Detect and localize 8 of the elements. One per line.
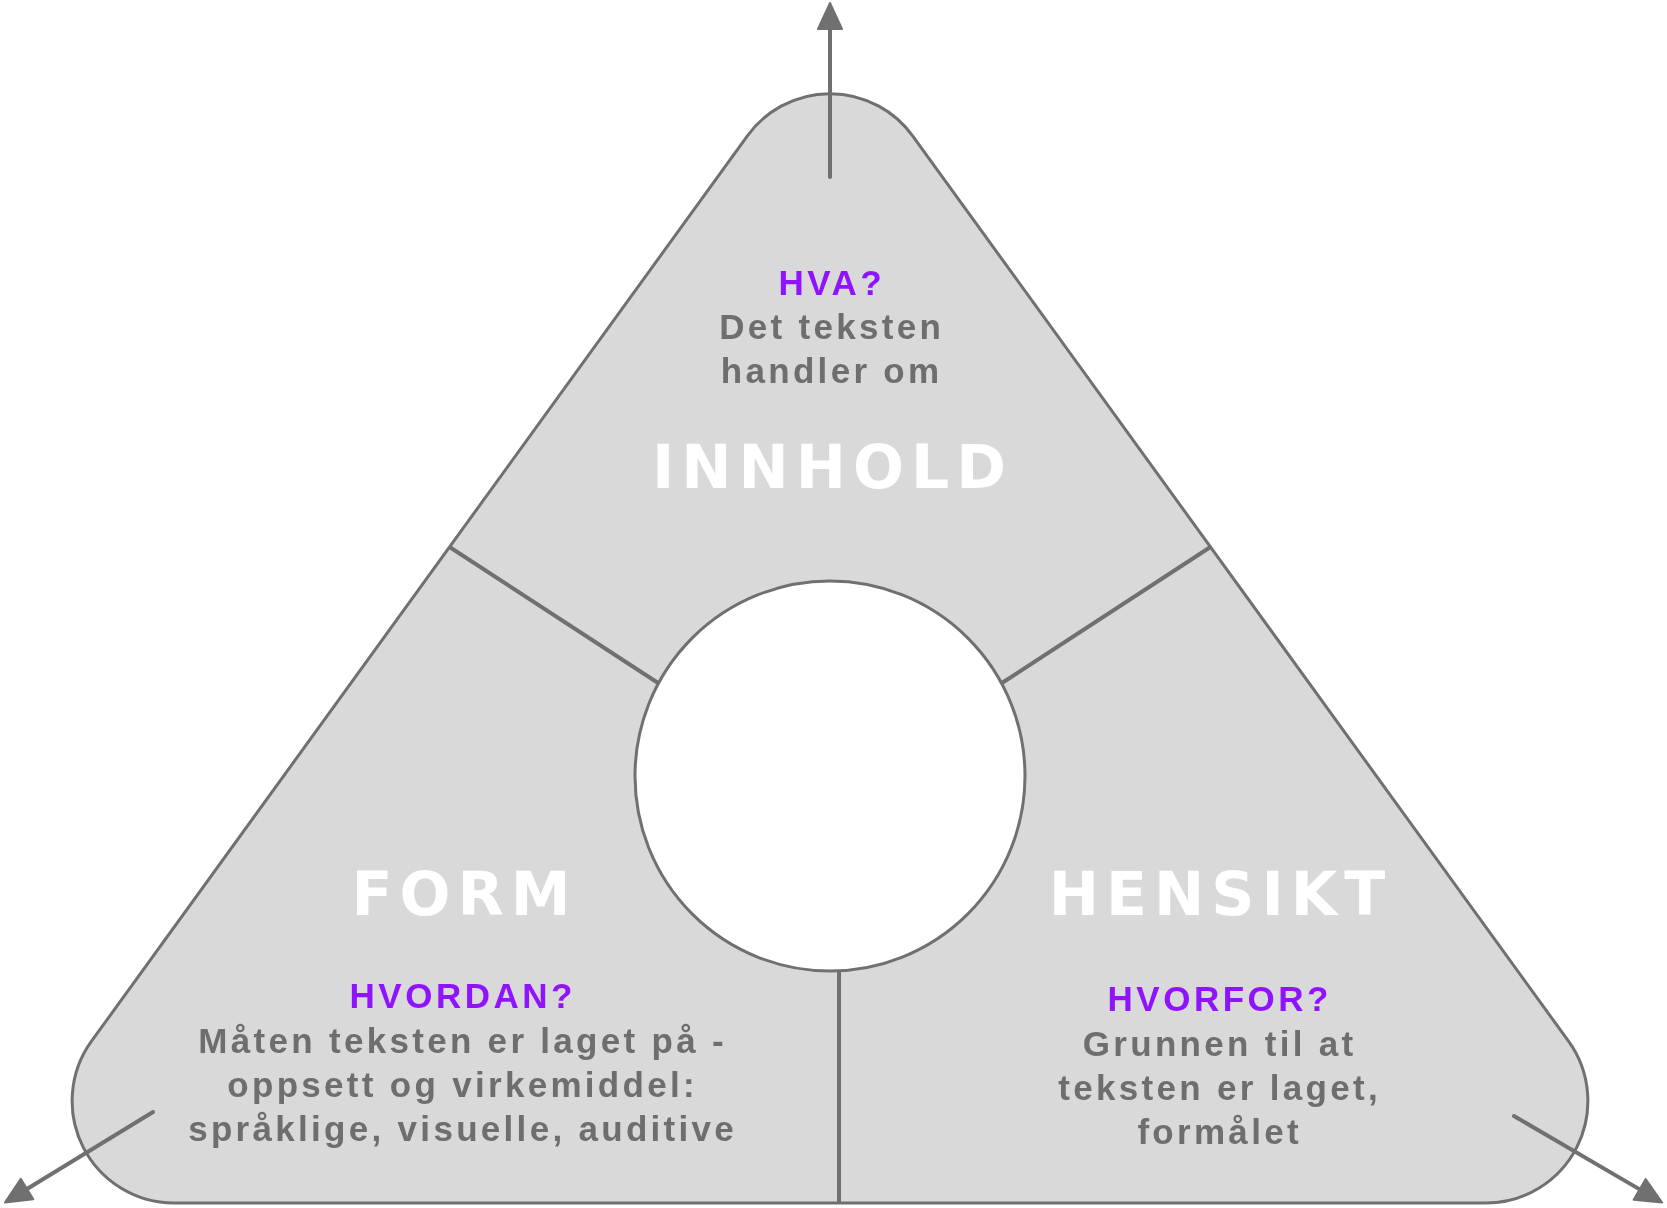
question-text: HVORDAN?: [348, 975, 577, 1017]
description-text: Grunnen til at teksten er laget, formålet: [1057, 1023, 1382, 1153]
question-text: HVA?: [777, 262, 886, 304]
description-text: Det teksten handler om: [718, 306, 945, 392]
description-text: Måten teksten er laget på - oppsett og virkemiddel: språklige, visuelle, auditive: [187, 1020, 738, 1150]
empty-circle: [633, 579, 1027, 973]
rounded-triangle: [70, 91, 1591, 1206]
question-text: HVORFOR?: [1106, 978, 1333, 1020]
